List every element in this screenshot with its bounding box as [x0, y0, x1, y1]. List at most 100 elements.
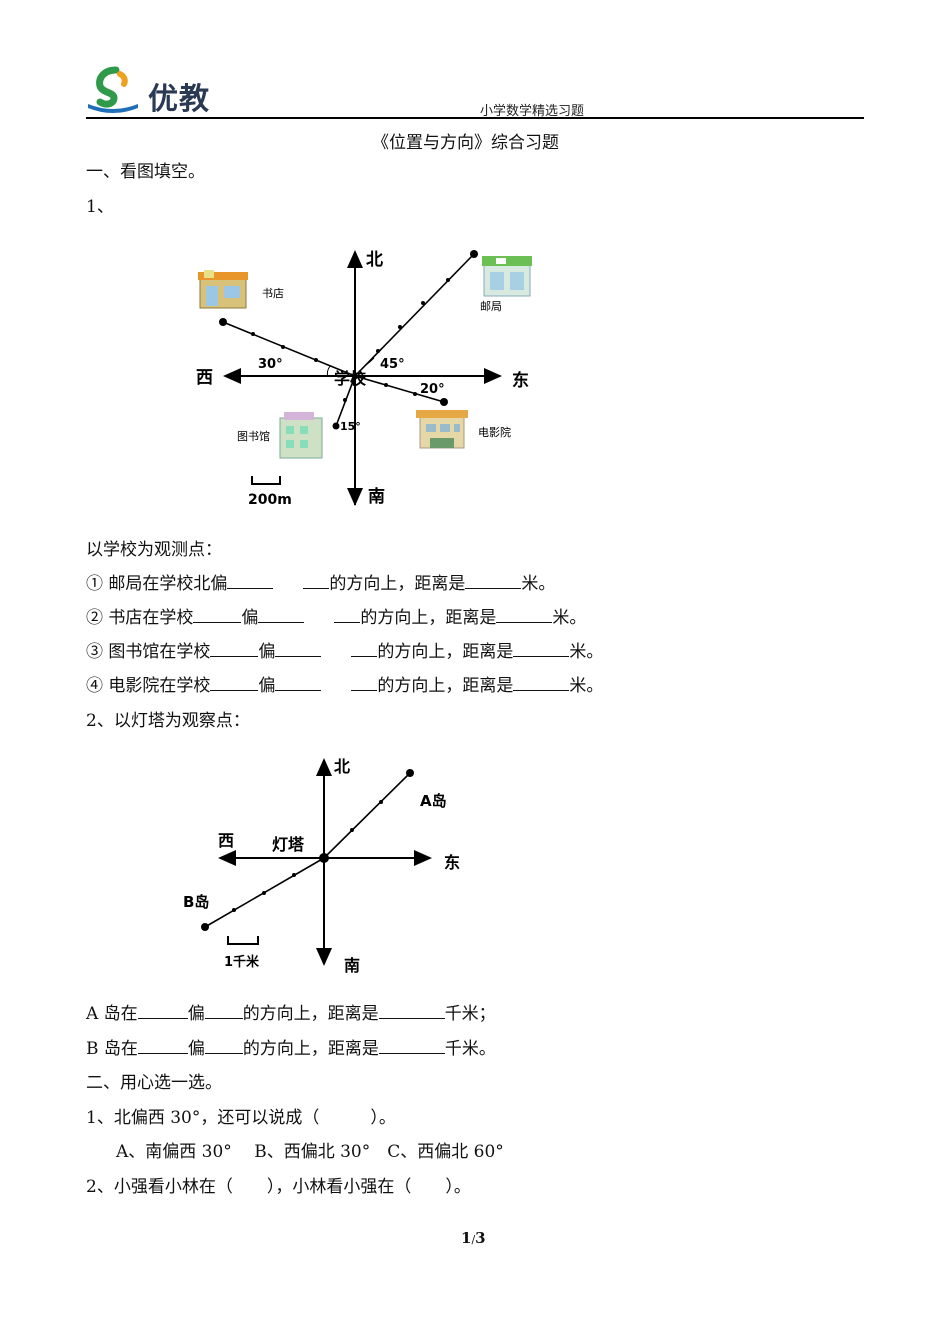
ray-post-office: [354, 250, 478, 377]
school-direction-diagram: 北 南 东 西 学校 书店 邮局 图书馆 电影院 30° 45° 20° 15°…: [196, 250, 532, 508]
page-current: 1: [461, 1229, 472, 1247]
island-line-a: A 岛在偏的方向上，距离是千米；: [86, 1004, 496, 1024]
blank-input[interactable]: [378, 1004, 445, 1019]
island-b-p: 偏: [187, 1039, 205, 1059]
line2-p: 偏: [241, 608, 259, 628]
blank-input[interactable]: [275, 642, 322, 657]
ray-library: [332, 375, 356, 430]
blank-input[interactable]: [513, 676, 570, 691]
angle-post-label: 45°: [380, 357, 405, 372]
page-total: 3: [475, 1229, 486, 1247]
q2-label: 2、以灯塔为观察点：: [86, 711, 250, 731]
section1-heading: 一、看图填空。: [86, 162, 205, 182]
blank-input[interactable]: [378, 1039, 445, 1054]
blank-input[interactable]: [258, 608, 305, 623]
blank-input[interactable]: [137, 1004, 188, 1019]
lighthouse-point: [319, 853, 329, 863]
library-icon: [279, 412, 323, 459]
blank-input[interactable]: [210, 676, 259, 691]
d2-scale-label: 1千米: [224, 954, 260, 970]
d2-center-label: 灯塔: [272, 835, 305, 854]
blank-input[interactable]: [137, 1039, 188, 1054]
blank-input[interactable]: [204, 1004, 243, 1019]
line4-prefix: ④ 电影院在学校: [86, 676, 211, 696]
line3-mid: 的方向上，距离是: [377, 642, 514, 662]
d2-north-label: 北: [334, 757, 350, 776]
angle-bookstore-label: 30°: [258, 357, 283, 372]
line3-suffix: 米。: [569, 642, 604, 662]
angle-library-label: 15°: [340, 420, 361, 433]
island-a-label: A岛: [420, 792, 447, 810]
bookstore-icon: [198, 270, 248, 309]
fill-line-2: ② 书店在学校 偏 的方向上，距离是 米。: [86, 608, 586, 628]
fill-line-4: ④ 电影院在学校 偏 的方向上，距离是 米。: [86, 676, 603, 696]
logo-text: 优教: [148, 82, 210, 117]
header-subtitle: 小学数学精选习题: [480, 104, 585, 119]
blank-input[interactable]: [227, 574, 274, 589]
page-sep: /: [471, 1233, 476, 1246]
ray-island-b: [201, 857, 325, 931]
line4-mid: 的方向上，距离是: [377, 676, 514, 696]
d1-center-label: 学校: [334, 369, 367, 388]
blank-input[interactable]: [496, 608, 553, 623]
line2-mid: 的方向上，距离是: [360, 608, 497, 628]
cinema-icon: [416, 410, 468, 449]
header-rule: [86, 117, 864, 119]
island-b-mid: 的方向上，距离是: [242, 1039, 379, 1059]
observe-label: 以学校为观测点：: [86, 540, 222, 560]
s2-question-1-options: A、南偏西 30° B、西偏北 30° C、西偏北 60°: [116, 1142, 504, 1162]
scale-bar: [227, 936, 259, 945]
angle-cinema-label: 20°: [420, 382, 445, 397]
blank-input[interactable]: [204, 1039, 243, 1054]
line3-p: 偏: [258, 642, 276, 662]
blank-input[interactable]: [210, 642, 259, 657]
ray-cinema: [354, 375, 448, 406]
d1-west-label: 西: [196, 368, 213, 388]
line2-suffix: 米。: [552, 608, 587, 628]
blank-input[interactable]: [351, 676, 378, 691]
blank-input[interactable]: [193, 608, 242, 623]
blank-input[interactable]: [303, 574, 330, 589]
line1-mid: 的方向上，距离是: [329, 574, 466, 594]
logo: 优教: [86, 66, 216, 117]
s2-question-2: 2、小强看小林在（ ），小林看小强在（ ）。: [86, 1177, 471, 1197]
blank-input[interactable]: [351, 642, 378, 657]
d1-north-label: 北: [366, 250, 383, 270]
island-b-prefix: B 岛在: [86, 1039, 138, 1059]
blank-input[interactable]: [275, 676, 322, 691]
blank-input[interactable]: [513, 642, 570, 657]
library-label: 图书馆: [237, 429, 270, 443]
fill-line-1: ① 邮局在学校北偏的方向上，距离是米。: [86, 574, 555, 594]
ray-bookstore: [219, 318, 356, 377]
s2-question-1: 1、北偏西 30°，还可以说成（ ）。: [86, 1108, 396, 1128]
d2-east-label: 东: [444, 853, 460, 872]
island-a-suffix: 千米；: [444, 1004, 496, 1024]
island-b-suffix: 千米。: [444, 1039, 496, 1059]
page-title: 《位置与方向》综合习题: [372, 133, 559, 153]
lighthouse-direction-diagram: 北 南 东 西 灯塔 A岛 B岛 1千米: [183, 757, 460, 975]
logo-icon: [88, 66, 138, 113]
line2-prefix: ② 书店在学校: [86, 608, 194, 628]
island-a-prefix: A 岛在: [86, 1004, 138, 1024]
line3-prefix: ③ 图书馆在学校: [86, 642, 211, 662]
line4-p: 偏: [258, 676, 276, 696]
d2-west-label: 西: [218, 831, 234, 850]
line4-suffix: 米。: [569, 676, 604, 696]
cinema-label: 电影院: [478, 425, 511, 439]
island-line-b: B 岛在 偏 的方向上，距离是 千米。: [86, 1039, 496, 1059]
island-b-label: B岛: [183, 893, 209, 911]
blank-input[interactable]: [334, 608, 361, 623]
blank-input[interactable]: [465, 574, 522, 589]
island-a-mid: 的方向上，距离是: [242, 1004, 379, 1024]
bookstore-label: 书店: [262, 286, 284, 300]
d1-scale-label: 200m: [248, 492, 292, 508]
d2-south-label: 南: [344, 956, 360, 975]
page-number: 1/3: [461, 1229, 486, 1247]
line1-suffix: 米。: [521, 574, 556, 594]
post-office-icon: [482, 256, 532, 297]
ray-island-a: [323, 769, 414, 859]
section2-heading: 二、用心选一选。: [86, 1073, 222, 1093]
post-office-label: 邮局: [480, 300, 502, 313]
d1-east-label: 东: [512, 370, 529, 391]
scale-bar: [251, 476, 281, 485]
